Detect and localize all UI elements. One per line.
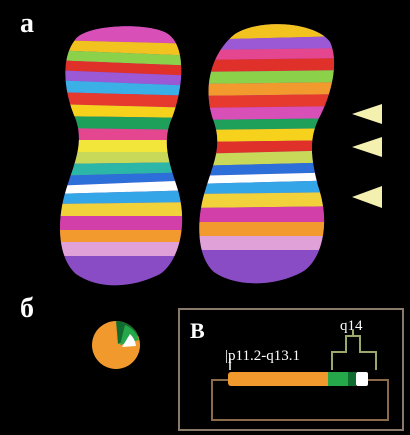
- bar-green-segment: [328, 372, 350, 386]
- arrowhead-3: [352, 186, 382, 208]
- chromosome-right: [190, 15, 350, 300]
- q14-bracket: [332, 336, 376, 370]
- panel-label-a: а: [20, 10, 34, 38]
- arrowhead-2: [352, 137, 382, 157]
- bar-darkgreen-segment: [348, 372, 356, 386]
- inset-diagram: [180, 310, 402, 429]
- bar-orange-segment: [228, 372, 333, 386]
- small-chromosome: [92, 321, 140, 369]
- region-label-q14: q14: [340, 319, 363, 334]
- region-label-p: |p11.2-q13.1: [225, 349, 300, 364]
- inset-panel: В |p11.2-q13.1 q14: [178, 308, 404, 431]
- chromosome-left: [50, 20, 200, 300]
- bar-white-segment: [356, 372, 368, 386]
- panel-label-b: б: [20, 295, 34, 323]
- arrowhead-1: [352, 104, 382, 124]
- panel-label-v: В: [190, 320, 205, 342]
